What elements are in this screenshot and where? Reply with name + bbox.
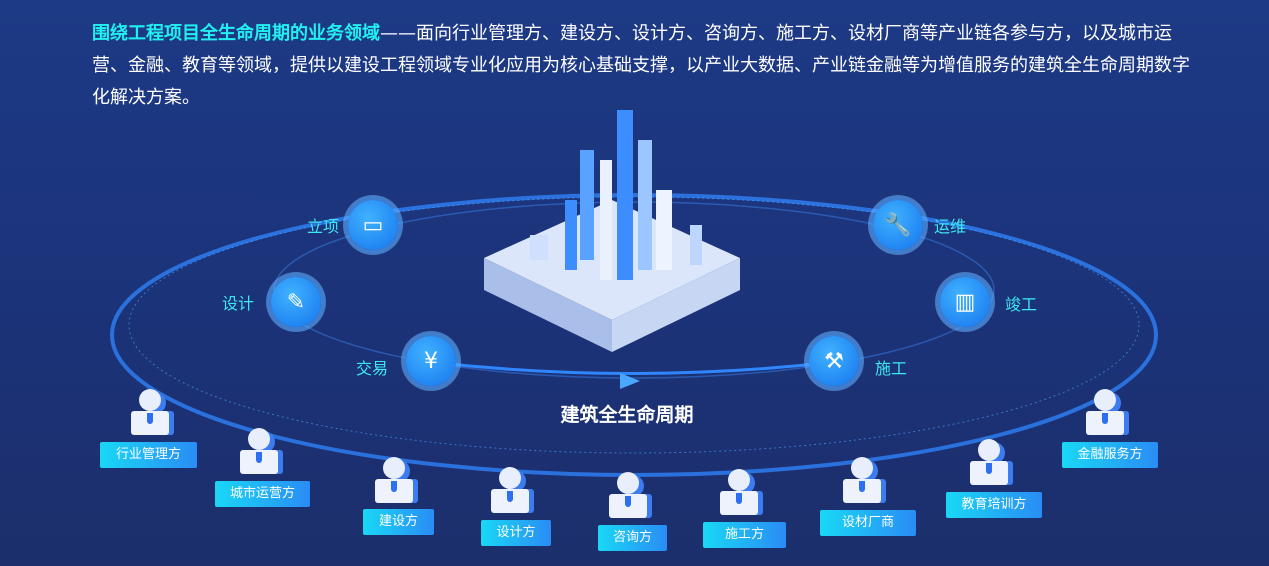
outer-ring-dotted [128,196,1140,454]
stage-label: 立项 [306,217,340,236]
person-icon [1086,389,1130,439]
participant-label[interactable]: 教育培训方 [946,492,1042,518]
stage-folder-icon[interactable]: ▭ [348,200,398,250]
participant-label[interactable]: 施工方 [703,522,786,548]
participant-label[interactable]: 咨询方 [598,525,667,551]
person-icon [843,457,887,507]
stage-crane-icon[interactable]: ⚒ [809,336,859,386]
person-icon [720,469,764,519]
intro-text: ——面向行业管理方、建设方、设计方、咨询方、施工方、设材厂商等产业链各参与方，以… [92,23,1190,108]
person-icon [131,389,175,439]
stage-building-icon[interactable]: ▥ [940,277,990,327]
stage-label: 竣工 [1004,295,1038,314]
stage-label: 交易 [355,359,389,378]
stage-wrench-icon[interactable]: 🔧 [873,200,923,250]
participant-label[interactable]: 金融服务方 [1062,442,1158,468]
stage-label: 施工 [874,359,908,378]
participant-label[interactable]: 设材厂商 [820,510,916,536]
person-icon [240,428,284,478]
participant-label[interactable]: 城市运营方 [215,481,310,507]
intro-highlight: 围绕工程项目全生命周期的业务领域 [92,23,380,44]
participant-label[interactable]: 设计方 [481,520,551,546]
person-icon [609,472,653,522]
stage-label: 设计 [221,294,255,313]
intro-paragraph: 围绕工程项目全生命周期的业务领域——面向行业管理方、建设方、设计方、咨询方、施工… [92,18,1192,114]
participant-label[interactable]: 建设方 [363,509,434,535]
city-building-illustration [484,110,740,352]
stage-label: 运维 [933,217,967,236]
arrow-head-icon [620,373,640,389]
lifecycle-arrow-line [430,360,835,375]
person-icon [375,457,419,507]
stage-yuan-exchange-icon[interactable]: ¥ [406,336,456,386]
center-title: 建筑全生命周期 [560,404,694,426]
stage-ruler-pencil-icon[interactable]: ✎ [271,277,321,327]
person-icon [970,439,1014,489]
person-icon [491,467,535,517]
participant-label[interactable]: 行业管理方 [100,442,197,468]
